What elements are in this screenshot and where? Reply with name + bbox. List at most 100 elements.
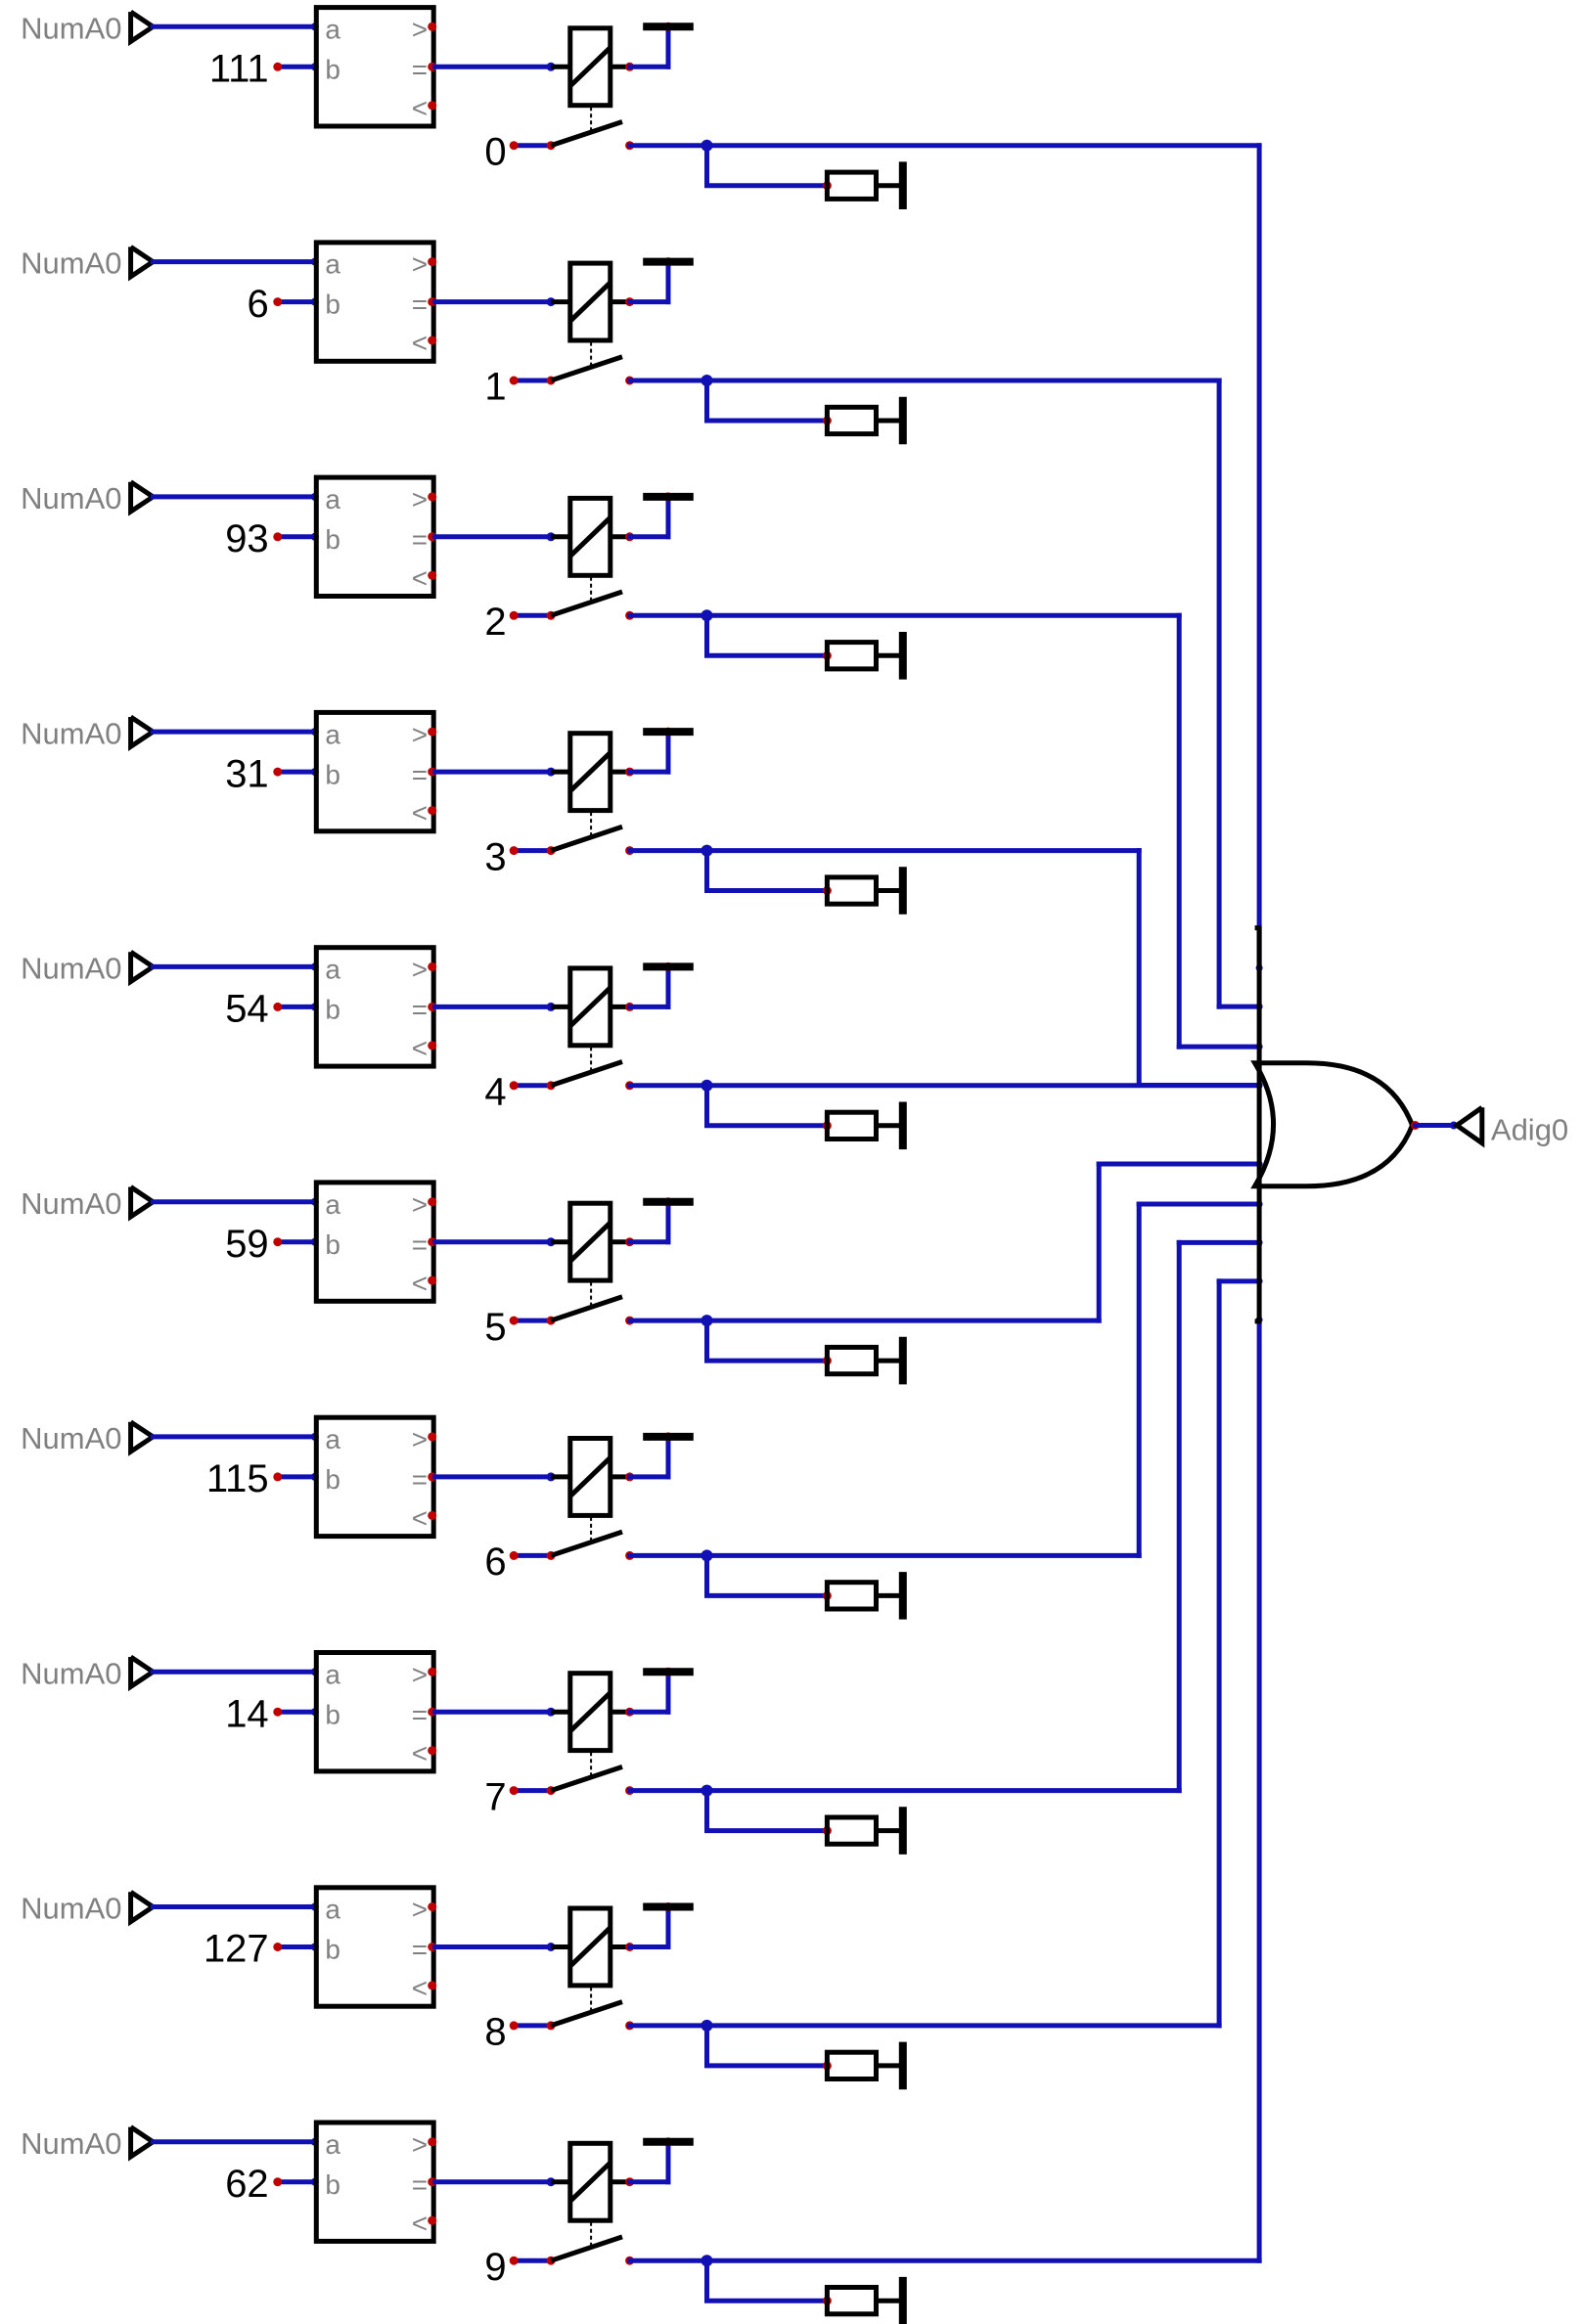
pin-lt bbox=[428, 1041, 437, 1050]
port-gt-label: > bbox=[412, 1189, 428, 1220]
pin-gt bbox=[428, 492, 437, 502]
port-lt-label: < bbox=[412, 798, 428, 828]
output-tunnel-icon bbox=[1452, 1105, 1485, 1148]
pin-gt bbox=[428, 1667, 437, 1676]
input-tunnel-icon bbox=[128, 2124, 158, 2162]
port-gt-label: > bbox=[412, 955, 428, 985]
switch-blade bbox=[550, 1059, 623, 1089]
relay-coil-stroke bbox=[568, 1925, 612, 1969]
pulldown-resistor-icon bbox=[824, 1109, 880, 1141]
index-label: 4 bbox=[484, 1071, 506, 1114]
pin-lt bbox=[428, 570, 437, 580]
pin bbox=[273, 297, 283, 307]
port-a-label: a bbox=[325, 1659, 340, 1689]
pin bbox=[273, 767, 283, 777]
pin-lt bbox=[428, 1746, 437, 1756]
port-b-label: b bbox=[325, 759, 340, 789]
port-a-label: a bbox=[325, 2129, 340, 2160]
pin bbox=[273, 62, 283, 71]
input-tunnel-icon bbox=[128, 1654, 158, 1692]
pin bbox=[273, 1237, 283, 1247]
relay-coil-stroke bbox=[568, 2161, 612, 2204]
port-gt-label: > bbox=[412, 15, 428, 45]
wire-to-pulldown bbox=[704, 848, 830, 893]
constant-value: 115 bbox=[206, 1457, 269, 1500]
input-label: NumA0 bbox=[21, 1892, 121, 1926]
pin bbox=[509, 1316, 519, 1325]
pulldown-resistor-icon bbox=[824, 1344, 880, 1377]
port-gt-label: > bbox=[412, 249, 428, 280]
port-eq-label: = bbox=[412, 1229, 428, 1260]
port-a-label: a bbox=[325, 955, 340, 985]
wire-to-pulldown bbox=[704, 1552, 830, 1598]
switch-blade bbox=[550, 1765, 623, 1793]
port-lt-label: < bbox=[412, 1268, 428, 1298]
input-tunnel-icon bbox=[128, 1184, 158, 1222]
pin bbox=[273, 1707, 283, 1717]
port-gt-label: > bbox=[412, 1424, 428, 1454]
switch-blade bbox=[550, 589, 623, 618]
index-label: 9 bbox=[484, 2246, 506, 2289]
input-tunnel-icon bbox=[128, 714, 158, 751]
constant-value: 14 bbox=[225, 1692, 269, 1735]
port-lt-label: < bbox=[412, 93, 428, 123]
port-eq-label: = bbox=[412, 2169, 428, 2200]
pin-gt bbox=[428, 257, 437, 267]
port-eq-label: = bbox=[412, 524, 428, 555]
input-label: NumA0 bbox=[21, 1421, 121, 1455]
pin bbox=[509, 141, 519, 151]
pin-lt bbox=[428, 1981, 437, 1990]
port-eq-label: = bbox=[412, 290, 428, 320]
port-a-label: a bbox=[325, 719, 340, 749]
port-b-label: b bbox=[325, 1464, 340, 1495]
pin bbox=[509, 1786, 519, 1796]
port-b-label: b bbox=[325, 524, 340, 555]
port-b-label: b bbox=[325, 1935, 340, 1965]
wire-to-pulldown bbox=[704, 378, 830, 424]
port-gt-label: > bbox=[412, 484, 428, 514]
index-label: 1 bbox=[484, 366, 506, 409]
port-a-label: a bbox=[325, 484, 340, 514]
pin-lt bbox=[428, 1510, 437, 1520]
port-a-label: a bbox=[325, 1424, 340, 1454]
pin-gt bbox=[428, 1432, 437, 1442]
switch-blade bbox=[550, 824, 623, 853]
pin-gt bbox=[428, 961, 437, 971]
constant-value: 59 bbox=[225, 1223, 269, 1266]
input-label: NumA0 bbox=[21, 716, 121, 750]
pin bbox=[509, 846, 519, 856]
index-label: 5 bbox=[484, 1306, 506, 1349]
input-tunnel-icon bbox=[128, 1419, 158, 1456]
port-b-label: b bbox=[325, 1229, 340, 1260]
pin-gt bbox=[428, 1902, 437, 1911]
port-eq-label: = bbox=[412, 54, 428, 84]
pin bbox=[273, 1002, 283, 1011]
port-b-label: b bbox=[325, 290, 340, 320]
pin-gt bbox=[428, 22, 437, 31]
pin-gt bbox=[428, 2137, 437, 2147]
pin bbox=[509, 610, 519, 620]
pulldown-resistor-icon bbox=[824, 874, 880, 907]
input-tunnel-icon bbox=[128, 10, 158, 47]
index-label: 0 bbox=[484, 131, 506, 174]
wire-to-pulldown bbox=[704, 143, 830, 189]
port-gt-label: > bbox=[412, 1659, 428, 1689]
switch-blade bbox=[550, 1999, 623, 2029]
wire-to-pulldown bbox=[704, 2257, 830, 2303]
index-label: 8 bbox=[484, 2011, 506, 2054]
port-eq-label: = bbox=[412, 1699, 428, 1729]
relay-coil-stroke bbox=[568, 985, 612, 1028]
port-b-label: b bbox=[325, 995, 340, 1025]
pin-lt bbox=[428, 1275, 437, 1285]
wire-to-pulldown bbox=[704, 2023, 830, 2069]
pin bbox=[509, 1550, 519, 1560]
wire-to-pulldown bbox=[704, 612, 830, 658]
constant-value: 31 bbox=[225, 752, 269, 795]
